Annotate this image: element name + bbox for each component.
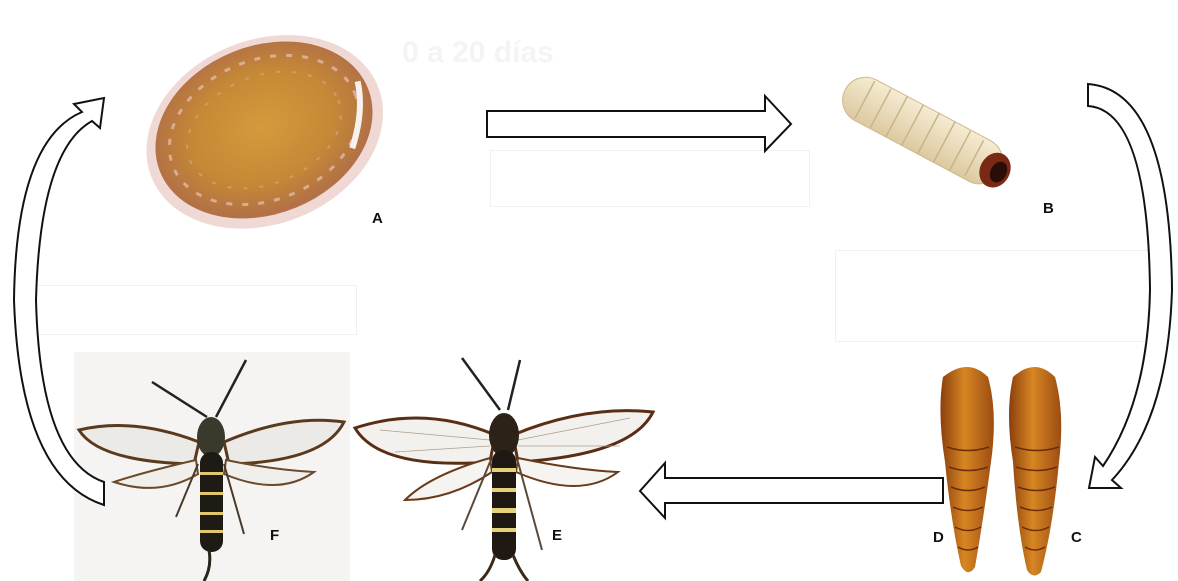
arrow-a-to-b xyxy=(487,96,791,151)
arrow-f-to-a xyxy=(14,98,104,505)
arrow-b-to-c xyxy=(1088,84,1172,488)
arrow-d-to-e xyxy=(640,463,943,518)
